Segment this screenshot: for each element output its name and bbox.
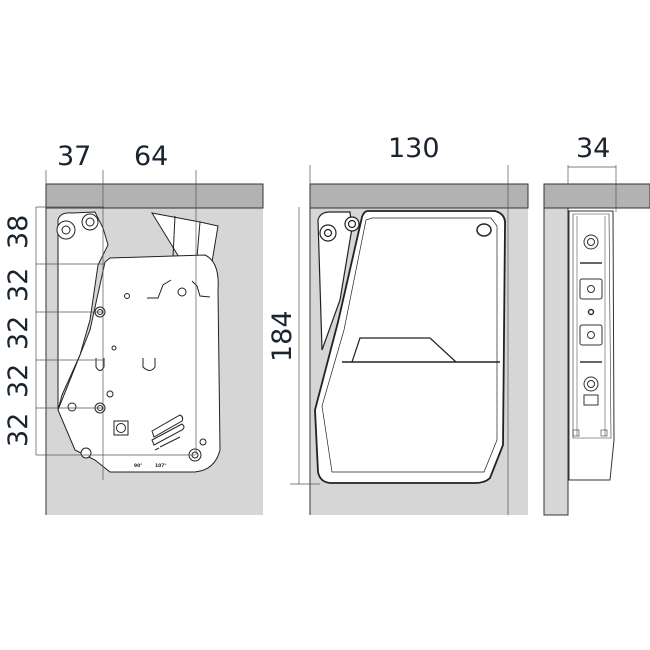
dimension-32-d: 32 — [3, 413, 34, 447]
dimension-130: 130 — [388, 133, 440, 164]
side-view: 90° 107° 37 64 38 32 32 32 32 — [3, 141, 264, 515]
lift-mechanism-cover — [314, 210, 506, 484]
dimension-37: 37 — [57, 141, 91, 172]
cabinet-side-panel — [543, 206, 569, 516]
angle-label-90: 90° — [134, 463, 143, 469]
dimension-184: 184 — [267, 310, 298, 362]
dimension-64: 64 — [134, 141, 168, 172]
vertical-dimension-labels: 38 32 32 32 32 — [3, 215, 34, 447]
cabinet-top-panel — [45, 183, 264, 209]
cover-view: 130 184 — [267, 133, 529, 515]
front-view: 34 — [543, 133, 650, 516]
angle-label-107: 107° — [155, 463, 167, 469]
dimension-38: 38 — [3, 215, 34, 249]
lift-mechanism-front — [568, 210, 615, 481]
dimension-guides — [35, 170, 197, 480]
dimension-32-a: 32 — [3, 268, 34, 302]
dimension-32-c: 32 — [3, 364, 34, 398]
dimension-32-b: 32 — [3, 316, 34, 350]
cabinet-top-panel — [543, 183, 650, 209]
dimension-34: 34 — [576, 133, 610, 164]
cabinet-top-panel — [309, 183, 529, 209]
lift-mechanism-side — [56, 211, 221, 473]
